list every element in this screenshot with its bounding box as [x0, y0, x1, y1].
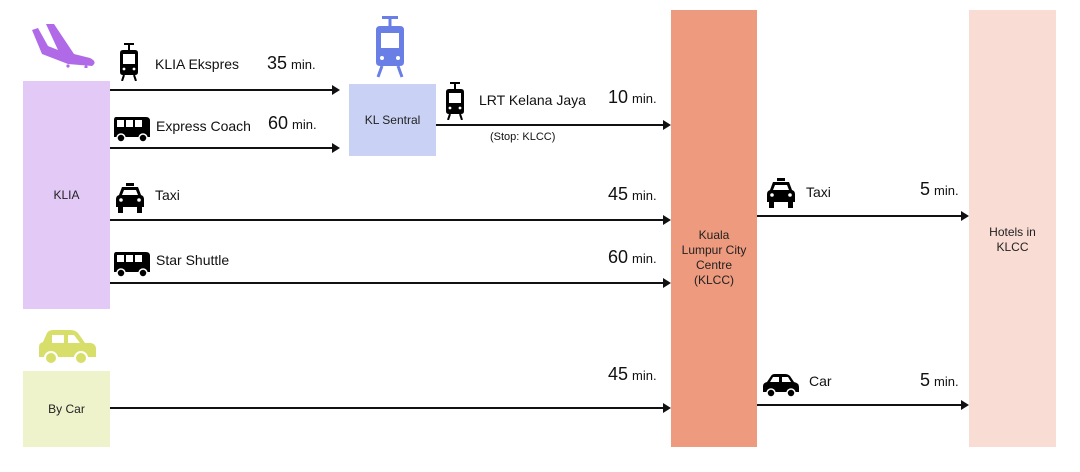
- label-line: Hotels in: [989, 225, 1036, 239]
- time-unit: min.: [292, 117, 317, 132]
- node-klcc: Kuala Lumpur City Centre (KLCC): [671, 10, 757, 447]
- label-line: Lumpur City: [681, 243, 747, 257]
- car-icon: [39, 330, 96, 365]
- node-kl-sentral: KL Sentral: [349, 84, 436, 156]
- label-line: (KLCC): [693, 273, 734, 287]
- node-label: KL Sentral: [364, 112, 421, 127]
- time-value: 5: [920, 179, 931, 199]
- train-icon: [120, 43, 138, 81]
- time-unit: min.: [632, 251, 657, 266]
- time-unit: min.: [632, 368, 657, 383]
- time-value: 45: [608, 184, 629, 204]
- node-label: Kuala Lumpur City Centre (KLCC): [671, 228, 757, 288]
- time-value: 60: [268, 113, 289, 133]
- route-label: Express Coach: [156, 118, 251, 134]
- bus-icon: [114, 252, 150, 278]
- time-value: 5: [920, 370, 931, 390]
- taxi-icon: [116, 183, 144, 213]
- node-klia: KLIA: [23, 81, 110, 309]
- time-value: 35: [267, 53, 288, 73]
- train-icon: [446, 82, 464, 120]
- label-line: KLCC: [996, 240, 1029, 254]
- route-arrow: [110, 215, 671, 225]
- route-sublabel: (Stop: KLCC): [490, 131, 556, 143]
- time-unit: min.: [291, 57, 316, 72]
- time-unit: min.: [632, 188, 657, 203]
- route-arrow: [110, 143, 340, 153]
- time-unit: min.: [934, 183, 959, 198]
- time-unit: min.: [934, 374, 959, 389]
- taxi-icon: [767, 178, 795, 208]
- route-label: Taxi: [155, 187, 180, 203]
- route-label: Star Shuttle: [156, 252, 230, 268]
- route-arrow: [436, 120, 671, 130]
- node-label: KLIA: [53, 188, 80, 202]
- time-value: 10: [608, 87, 629, 107]
- route-label: LRT Kelana Jaya: [479, 92, 586, 108]
- label-line: Kuala: [698, 228, 730, 242]
- node-label: By Car: [48, 401, 85, 416]
- time-value: 45: [608, 364, 629, 384]
- route-arrow: [110, 85, 340, 95]
- bus-icon: [114, 117, 150, 143]
- tram-icon: [376, 16, 404, 78]
- node-by-car: By Car: [23, 371, 110, 447]
- node-hotels: Hotels in KLCC: [969, 10, 1056, 447]
- time-value: 60: [608, 247, 629, 267]
- car-icon: [763, 374, 799, 398]
- route-arrow: [110, 278, 671, 288]
- route-arrow: [757, 400, 969, 410]
- airplane-icon: [32, 24, 95, 68]
- route-label: KLIA Ekspres: [155, 56, 240, 72]
- route-label: Taxi: [806, 184, 831, 200]
- node-label: Hotels in KLCC: [969, 225, 1056, 255]
- time-unit: min.: [632, 91, 657, 106]
- label-line: Centre: [695, 258, 733, 272]
- route-arrow: [757, 211, 969, 221]
- route-label: Car: [809, 373, 832, 389]
- route-arrow: [110, 403, 671, 413]
